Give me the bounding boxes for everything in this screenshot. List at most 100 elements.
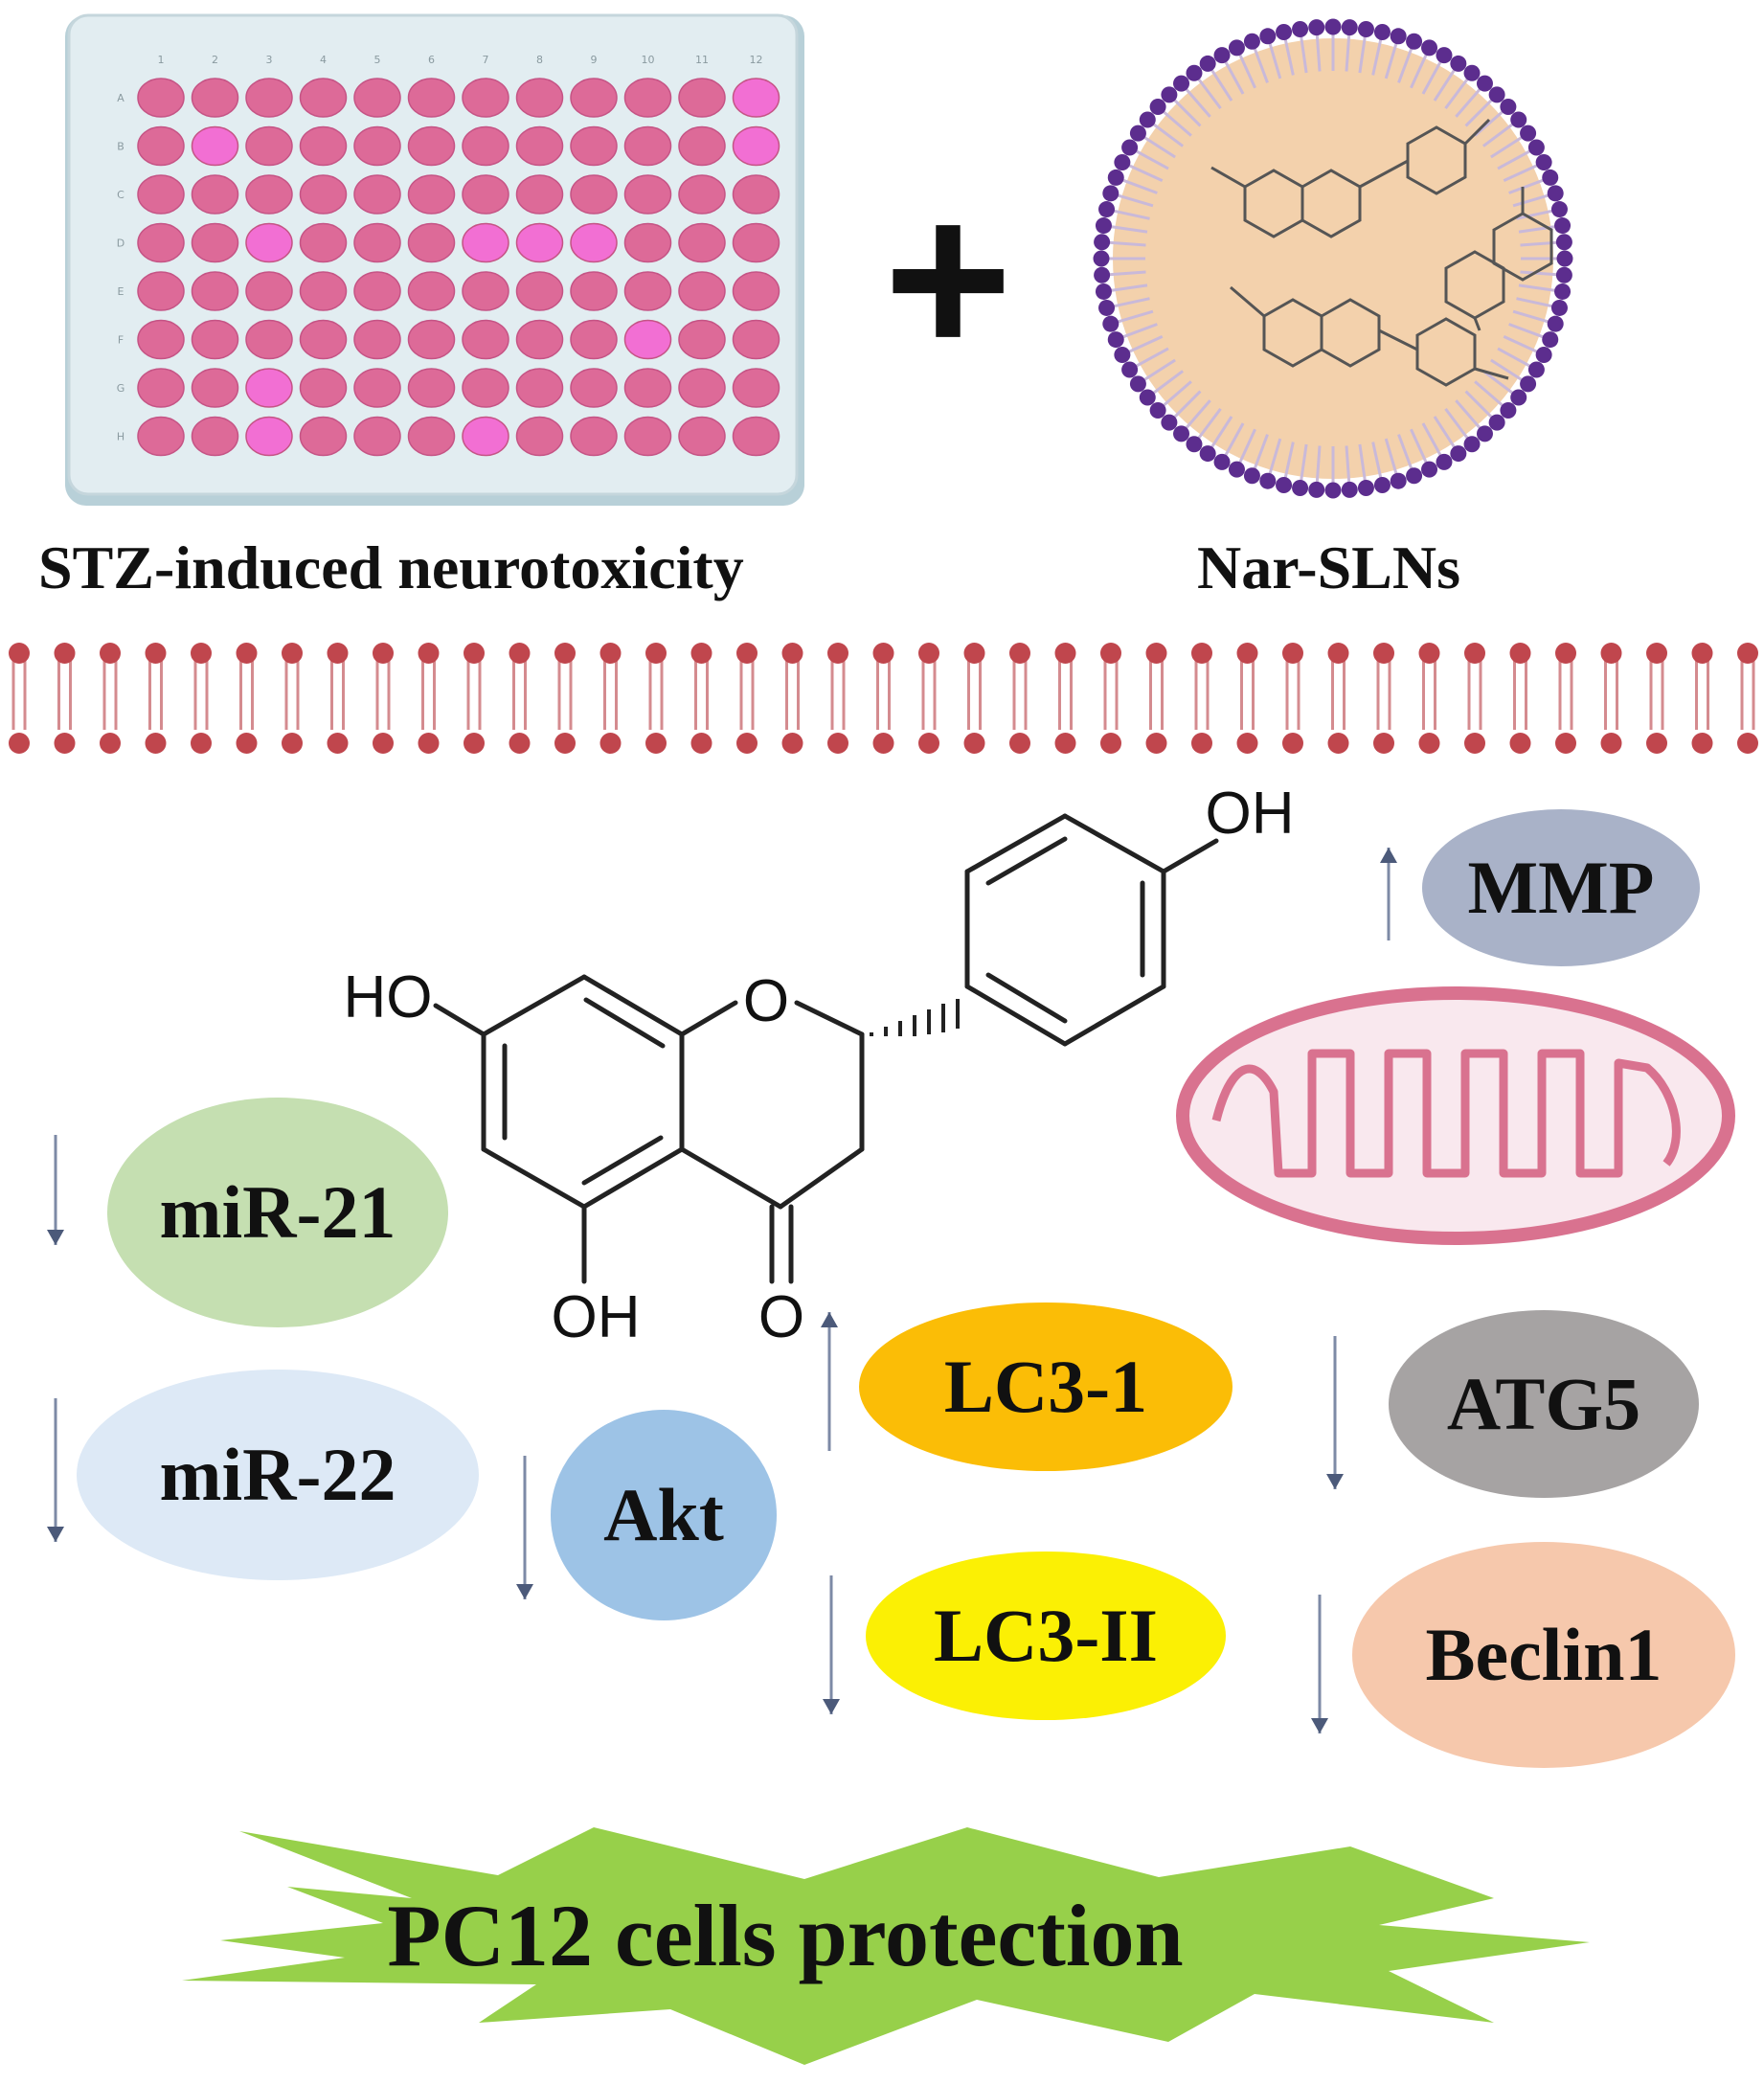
membrane-head-top: [645, 643, 667, 664]
lipid-tail: [1267, 438, 1282, 478]
plate-well: [732, 368, 780, 408]
lc32-label: LC3-II: [934, 1594, 1158, 1677]
plate-well: [245, 222, 293, 263]
lipid-head: [1213, 47, 1231, 64]
plate-well: [407, 368, 456, 408]
plate-well: [245, 125, 293, 167]
lipid-head: [1476, 425, 1493, 442]
lipid-head: [1488, 414, 1505, 431]
plate-row-letter: F: [118, 334, 124, 347]
lipid-tail: [1195, 408, 1222, 442]
membrane-head-bottom: [373, 733, 394, 754]
membrane-head-top: [1054, 643, 1076, 664]
lipid-tail: [1433, 65, 1458, 102]
starburst-shape: [182, 1827, 1590, 2065]
membrane-head-top: [1009, 643, 1030, 664]
membrane-head-bottom: [1418, 733, 1440, 754]
lipid-tail: [1474, 108, 1506, 137]
plate-well: [623, 416, 672, 457]
lipid-tail: [1518, 224, 1559, 234]
plate-well: [623, 174, 672, 215]
plate-row-letter: A: [117, 92, 124, 104]
membrane-head-top: [464, 643, 485, 664]
node-atg5: ATG5: [1389, 1310, 1699, 1498]
lipid-tail: [1282, 35, 1295, 76]
lipid-tail: [1107, 224, 1148, 234]
plate-well: [353, 78, 401, 118]
lipid-head: [1292, 20, 1309, 37]
plate-well: [623, 125, 672, 167]
membrane-head-top: [736, 643, 758, 664]
lipid-head: [1292, 480, 1309, 497]
akt-ellipse: [551, 1410, 777, 1620]
lipid-tail: [1455, 85, 1483, 118]
lipid-tail: [1371, 442, 1384, 482]
arrow-up-mmp: [1380, 848, 1397, 940]
plate-well: [678, 125, 726, 167]
outcome-label: PC12 cells protection: [387, 1887, 1183, 1984]
lipid-head: [1324, 482, 1342, 499]
lipid-head: [1121, 139, 1139, 156]
lipid-head: [1550, 299, 1568, 316]
plate-well: [462, 125, 509, 167]
plate-column-number: 2: [212, 54, 218, 66]
plate-well: [299, 319, 348, 360]
membrane-head-top: [554, 643, 576, 664]
lipid-head: [1276, 24, 1293, 41]
lipid-tail: [1397, 44, 1414, 83]
lipid-head: [1488, 86, 1505, 103]
plate-well: [732, 174, 780, 215]
caption-nar-slns: Nar-SLNs: [1197, 533, 1460, 601]
plate-well: [299, 78, 348, 118]
arrow-down-mir22: [47, 1398, 64, 1542]
mitochondrion-cristae: [1211, 1049, 1681, 1178]
plate-well: [353, 319, 401, 360]
plate-well: [515, 319, 564, 360]
plate-well: [191, 271, 239, 311]
ho-left-label: HO: [344, 964, 433, 1031]
lipid-tail: [1518, 283, 1559, 293]
lipid-head: [1228, 461, 1245, 478]
lipid-tail: [1397, 434, 1414, 473]
lipid-head: [1199, 445, 1216, 463]
membrane-head-bottom: [781, 733, 803, 754]
lipid-head: [1129, 375, 1146, 393]
lipid-head: [1542, 169, 1559, 186]
membrane-head-top: [1418, 643, 1440, 664]
lipid-head: [1390, 28, 1407, 45]
outcome-starburst: PC12 cells protection: [182, 1827, 1590, 2065]
lipid-tail: [1520, 240, 1561, 247]
lipid-head: [1173, 75, 1190, 92]
plate-column-number: 7: [483, 54, 489, 66]
lipid-head: [1421, 39, 1438, 57]
lipid-head: [1520, 375, 1537, 393]
lipid-head: [1421, 461, 1438, 478]
lipid-tail: [1512, 309, 1552, 325]
lipid-head: [1129, 125, 1146, 142]
lipid-head: [1308, 19, 1325, 36]
membrane-head-bottom: [509, 733, 531, 754]
lipid-tail: [1433, 416, 1458, 452]
membrane-head-top: [1555, 643, 1576, 664]
lipid-tail: [1358, 33, 1368, 74]
plus-sign: +: [884, 155, 1012, 401]
lipid-tail: [1516, 208, 1556, 220]
lipid-tail: [1503, 335, 1542, 355]
lipid-tail: [1315, 31, 1322, 72]
membrane-head-bottom: [1464, 733, 1485, 754]
lipid-tail: [1490, 134, 1527, 159]
lipid-tail: [1421, 422, 1444, 460]
mmp-ellipse: [1422, 809, 1700, 966]
plate-well: [137, 174, 185, 215]
membrane-head-bottom: [191, 733, 212, 754]
lipid-tail: [1444, 75, 1471, 109]
plate-well: [570, 368, 618, 408]
membrane-head-top: [827, 643, 848, 664]
plate-well: [515, 125, 564, 167]
akt-label: Akt: [603, 1473, 724, 1556]
lipid-tail: [1410, 428, 1430, 467]
lipid-tail: [1299, 33, 1308, 74]
plate-column-number: 3: [266, 54, 273, 66]
lipid-tail: [1236, 50, 1256, 89]
lipid-head: [1102, 315, 1119, 332]
